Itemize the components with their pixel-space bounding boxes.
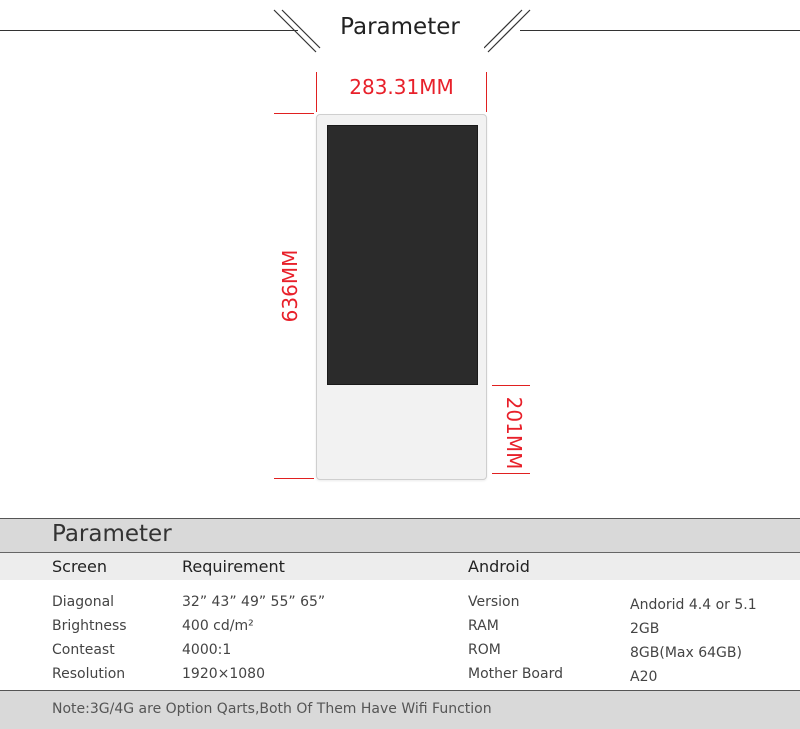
screen-spec-value: 400 cd/m²	[182, 618, 254, 634]
table-note: Note:3G/4G are Option Qarts,Both Of Them…	[52, 701, 492, 717]
screen-spec-value: 32” 43” 49” 55” 65”	[182, 594, 326, 610]
screen-spec-value: 1920×1080	[182, 666, 265, 682]
height-dim-tick-bottom	[274, 478, 314, 479]
screen-spec-label: Resolution	[52, 666, 126, 682]
bottom-dimension-label: 201MM	[502, 396, 526, 470]
android-spec-label: ROM	[468, 642, 501, 658]
column-header-requirement: Requirement	[182, 557, 285, 576]
device-illustration	[316, 114, 487, 480]
android-spec-value: 8GB(Max 64GB)	[630, 645, 742, 661]
android-spec-label: RAM	[468, 618, 499, 634]
table-body: Diagonal 32” 43” 49” 55” 65” Brightness …	[0, 580, 800, 690]
android-spec-label: Version	[468, 594, 520, 610]
header-slash-left-icon	[273, 9, 321, 53]
height-dim-tick-top	[274, 113, 314, 114]
screen-spec-label: Diagonal	[52, 594, 115, 610]
page-title: Parameter	[340, 14, 460, 40]
column-header-screen: Screen	[52, 557, 108, 576]
bottom-dim-tick-bottom	[492, 473, 530, 474]
header-rule-right	[520, 30, 800, 31]
header-slash-right-icon	[484, 9, 531, 53]
height-dimension-label: 636MM	[278, 249, 302, 323]
android-spec-value: Andorid 4.4 or 5.1	[630, 597, 757, 613]
table-title: Parameter	[52, 521, 172, 547]
table-column-headers: Screen Requirement Android	[0, 552, 800, 582]
table-title-bar: Parameter	[0, 518, 800, 553]
screen-spec-value: 4000:1	[182, 642, 232, 658]
parameter-table: Parameter Screen Requirement Android Dia…	[0, 518, 800, 729]
width-dim-tick-right	[486, 72, 487, 112]
screen-spec-label: Brightness	[52, 618, 127, 634]
android-spec-value: A20	[630, 669, 658, 685]
bottom-dim-tick-top	[492, 385, 530, 386]
width-dimension-label: 283.31MM	[349, 75, 454, 99]
android-spec-value: 2GB	[630, 621, 660, 637]
header-rule-left	[0, 30, 298, 31]
column-header-android: Android	[468, 557, 530, 576]
width-dim-tick-left	[316, 72, 317, 112]
device-screen	[327, 125, 478, 385]
screen-spec-label: Conteast	[52, 642, 115, 658]
table-note-bar: Note:3G/4G are Option Qarts,Both Of Them…	[0, 690, 800, 729]
android-spec-label: Mother Board	[468, 666, 563, 682]
